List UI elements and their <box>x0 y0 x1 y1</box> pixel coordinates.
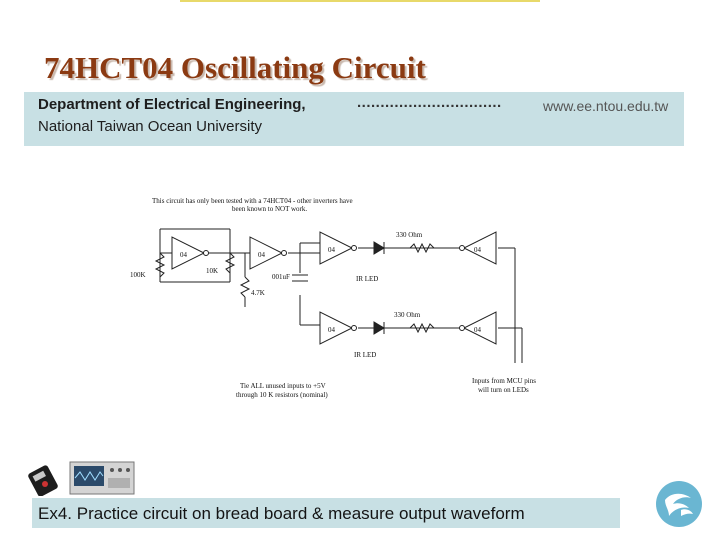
note-bottom-2: through 10 K resistors (nominal) <box>236 391 328 399</box>
oscilloscope-icon <box>69 461 135 495</box>
lab-tools-image <box>28 461 135 496</box>
resistor-330-top-label: 330 Ohm <box>396 231 423 239</box>
inverter-label-3: 04 <box>328 246 336 254</box>
ir-led-top-label: IR LED <box>356 275 378 283</box>
caption-box: Ex4. Practice circuit on bread board & m… <box>32 498 620 528</box>
inverter-label-2: 04 <box>258 251 266 259</box>
ir-led-bottom-label: IR LED <box>354 351 376 359</box>
leader-dots: ............................... <box>357 94 502 111</box>
inverter-label-1: 04 <box>180 251 188 259</box>
inverter-label-4: 04 <box>328 326 336 334</box>
note-right-1: Inputs from MCU pins <box>472 377 536 385</box>
slide-title: 74HCT04 Oscillating Circuit <box>44 50 426 85</box>
note-right-2: will turn on LEDs <box>478 386 529 394</box>
note-top-2: been known to NOT work. <box>232 205 307 213</box>
university-logo-icon <box>656 481 702 527</box>
resistor-100k-label: 100K <box>130 271 146 279</box>
top-accent-line <box>180 0 540 2</box>
resistor-330-bottom-label: 330 Ohm <box>394 311 421 319</box>
inverter-label-5: 04 <box>474 246 482 254</box>
inverter-label-6: 04 <box>474 326 482 334</box>
note-bottom-1: Tie ALL unused inputs to +5V <box>240 382 326 390</box>
website-url: www.ee.ntou.edu.tw <box>543 98 669 114</box>
oscillator-schematic: This circuit has only been tested with a… <box>130 197 536 399</box>
department-text: Department of Electrical Engineering, <box>38 96 306 113</box>
university-text: National Taiwan Ocean University <box>38 118 262 135</box>
multimeter-icon <box>28 465 58 496</box>
resistor-4k7-label: 4.7K <box>251 289 265 297</box>
header-band: Department of Electrical Engineering, ..… <box>24 92 684 146</box>
note-top-1: This circuit has only been tested with a… <box>152 197 353 205</box>
capacitor-label: 001uF <box>272 273 290 281</box>
resistor-10k-label: 10K <box>206 267 218 275</box>
exercise-caption: Ex4. Practice circuit on bread board & m… <box>38 504 525 523</box>
